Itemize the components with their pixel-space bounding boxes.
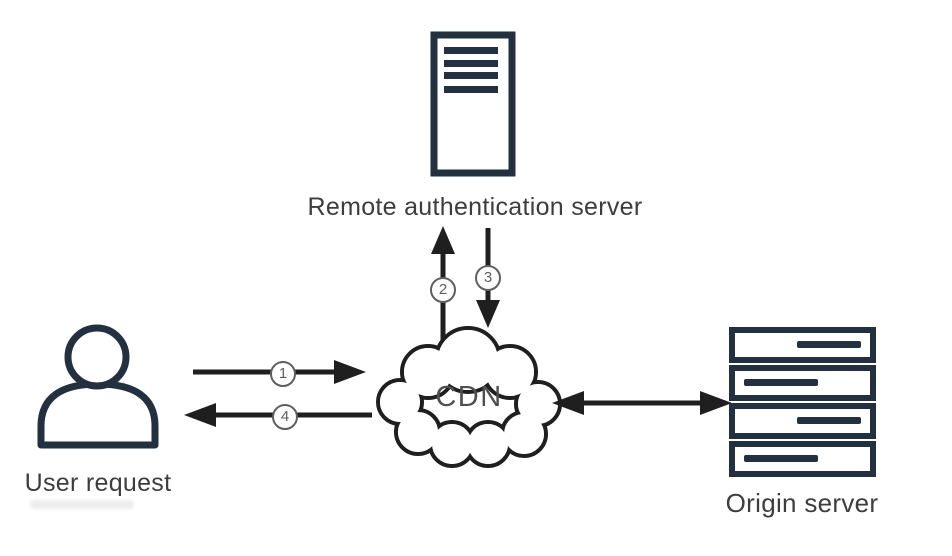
server-tower-icon bbox=[430, 31, 516, 177]
cloud-icon bbox=[376, 326, 562, 468]
cropped-text-artifact bbox=[30, 500, 134, 509]
user-request-label: User request bbox=[24, 469, 172, 497]
arrow-cdn-origin bbox=[552, 391, 732, 415]
step-badge-4: 4 bbox=[272, 404, 298, 430]
step-badge-1: 1 bbox=[270, 361, 296, 387]
cdn-label: CDN bbox=[435, 381, 503, 413]
origin-server-label: Origin server bbox=[725, 488, 879, 518]
step-badge-2: 2 bbox=[430, 277, 456, 303]
person-icon bbox=[37, 324, 159, 449]
arrow-step-1 bbox=[193, 360, 366, 384]
server-rack-icon bbox=[729, 327, 876, 477]
auth-server-label: Remote authentication server bbox=[307, 193, 643, 221]
step-badge-3: 3 bbox=[475, 265, 501, 291]
